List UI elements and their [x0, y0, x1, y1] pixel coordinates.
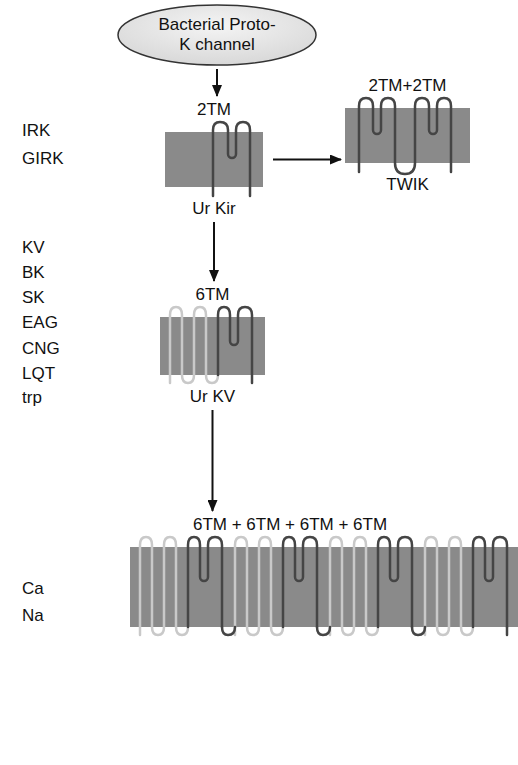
voltage-sensor-helices: [170, 307, 218, 383]
membrane-band: [165, 132, 263, 187]
derivation-arrow: [212, 410, 214, 511]
topology-heading: 6TM + 6TM + 6TM + 6TM: [130, 515, 518, 535]
membrane-band: [160, 317, 265, 375]
domain-linker: [222, 627, 507, 635]
origin-ellipse: Bacterial Proto-K channel: [117, 4, 317, 66]
derivation-arrow: [216, 69, 218, 96]
channel-name: Ur KV: [160, 387, 265, 407]
family-label: Na: [22, 606, 44, 626]
channel-name: Ur Kir: [165, 199, 263, 219]
membrane-band: [130, 547, 518, 627]
topology-heading: 2TM: [165, 100, 263, 120]
family-label: Ca: [22, 579, 44, 599]
pore-helices: [213, 122, 250, 196]
channel-topology-group: 2TM Ur Kir: [165, 100, 263, 219]
channel-topology-group: 6TM + 6TM + 6TM + 6TM: [130, 515, 518, 627]
family-label: trp: [22, 388, 42, 408]
repeat-domain: [235, 537, 317, 635]
pore-helices: [218, 307, 252, 383]
ellipse-shape: [118, 5, 316, 65]
family-label: BK: [22, 263, 45, 283]
voltage-sensor-helices: [140, 537, 188, 635]
channel-topology-group: 2TM+2TM TWIK: [345, 76, 470, 195]
channel-topology: [345, 108, 470, 163]
family-label: GIRK: [22, 149, 64, 169]
pore-helices: [188, 537, 222, 627]
node-title: Bacterial Proto-K channel: [154, 15, 280, 55]
family-label: LQT: [22, 364, 55, 384]
family-label: IRK: [22, 121, 50, 141]
pore-helices: [359, 98, 451, 174]
derivation-arrow: [213, 222, 215, 281]
channel-topology: [165, 132, 263, 187]
family-label: KV: [22, 238, 45, 258]
channel-topology-group: 6TM Ur KV: [160, 285, 265, 407]
channel-topology: [160, 317, 265, 375]
family-label: EAG: [22, 313, 58, 333]
family-label: SK: [22, 288, 45, 308]
channel-name: TWIK: [345, 175, 470, 195]
family-label: CNG: [22, 339, 60, 359]
derivation-arrow: [273, 159, 341, 161]
membrane-band: [345, 108, 470, 163]
repeat-domain: [425, 537, 507, 635]
channel-topology: [130, 547, 518, 627]
repeat-domain: [330, 537, 412, 635]
topology-heading: 2TM+2TM: [345, 76, 470, 96]
topology-heading: 6TM: [160, 285, 265, 305]
